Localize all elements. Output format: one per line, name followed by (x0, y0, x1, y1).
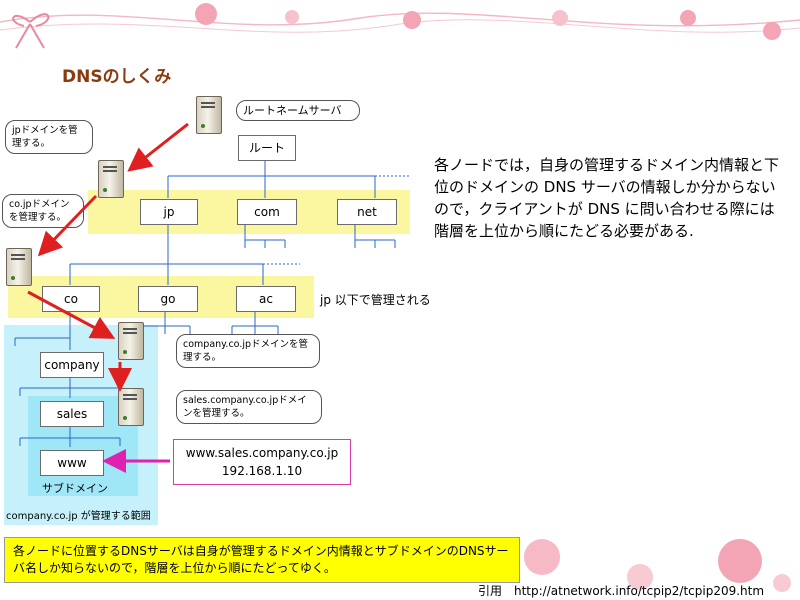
root-server-bubble: ルートネームサーバ (236, 100, 360, 121)
ribbon-line (0, 12, 800, 27)
decor-dot (763, 22, 781, 40)
decor-dot (552, 10, 568, 26)
node-company: company (40, 352, 104, 378)
node-jp: jp (140, 199, 198, 225)
node-go: go (138, 286, 198, 312)
node-root: ルート (238, 135, 296, 161)
decor-dot (524, 539, 560, 575)
company-server-icon (118, 322, 144, 360)
company-bubble: company.co.jpドメインを管理する。 (176, 334, 320, 368)
decor-dot (627, 564, 653, 590)
decor-dot (285, 10, 299, 24)
decor-dot (718, 539, 762, 583)
arrow-root-to-jp (127, 122, 189, 172)
sales-server-icon (118, 388, 144, 426)
subdomain-label: サブドメイン (42, 482, 108, 495)
jp-managed-label: jp 以下で管理される (320, 293, 431, 307)
root-server-icon (196, 96, 222, 134)
page-title: DNSのしくみ (62, 67, 172, 87)
arrow-jp-to-cojp (37, 194, 98, 257)
bow-icon (12, 13, 50, 49)
decor-dot (403, 11, 421, 29)
record-ip: 192.168.1.10 (221, 464, 303, 478)
decor-dot (680, 10, 696, 26)
dns-record-box: www.sales.company.co.jp 192.168.1.10 (173, 439, 351, 485)
summary-box: 各ノードに位置するDNSサーバは自身が管理するドメイン内情報とサブドメインのDN… (4, 537, 520, 583)
node-net: net (337, 199, 397, 225)
jp-bubble: jpドメインを管理する。 (5, 120, 93, 154)
decor-dot (773, 574, 791, 592)
decorative-footer (524, 539, 791, 592)
citation: 引用 http://atnetwork.info/tcpip2/tcpip209… (478, 584, 765, 598)
ribbon-line (0, 19, 800, 33)
decor-dot (195, 3, 217, 25)
arrow-cojp-to-company (27, 290, 116, 339)
company-scope-label: company.co.jp が管理する範囲 (6, 511, 151, 522)
cojp-bubble: co.jpドメインを管理する。 (2, 194, 84, 228)
node-sales: sales (40, 401, 104, 427)
node-www: www (40, 450, 104, 476)
node-co: co (42, 286, 100, 312)
node-ac: ac (236, 286, 296, 312)
node-com: com (237, 199, 297, 225)
jp-server-icon (98, 160, 124, 198)
description-text: 各ノードでは，自身の管理するドメイン内情報と下位のドメインの DNS サーバの情… (434, 156, 780, 240)
record-host: www.sales.company.co.jp (185, 446, 339, 460)
decorative-header (0, 3, 800, 49)
sales-bubble: sales.company.co.jpドメインを管理する。 (176, 390, 322, 424)
cojp-server-icon (6, 248, 32, 286)
